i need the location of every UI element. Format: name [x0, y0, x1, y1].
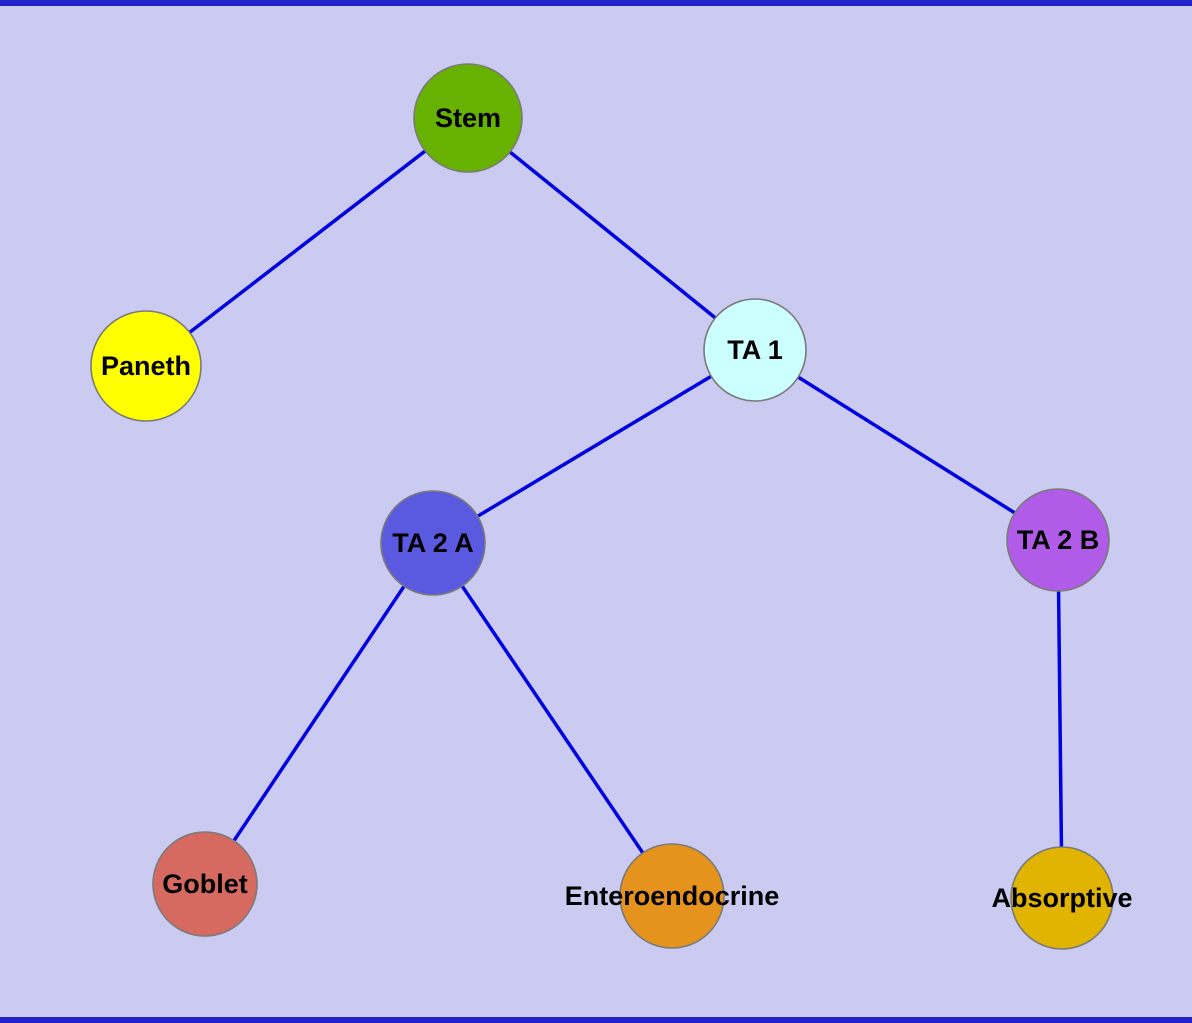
edge-ta2b-absorptive — [1056, 539, 1064, 899]
frame-top — [0, 0, 1192, 6]
node-circle-ta2a[interactable] — [380, 490, 486, 596]
node-circle-absorptive[interactable] — [1010, 846, 1114, 950]
edge-stem-ta1 — [466, 116, 757, 352]
edge-stem-paneth — [144, 116, 470, 368]
edge-ta2a-goblet — [203, 542, 435, 885]
node-ta2a[interactable]: TA 2 A — [380, 490, 486, 596]
edge-ta1-ta2b — [754, 348, 1059, 542]
node-circle-stem[interactable] — [413, 63, 523, 173]
node-circle-goblet[interactable] — [152, 831, 258, 937]
edge-ta2a-enteroendocrine — [431, 542, 674, 897]
node-ta1[interactable]: TA 1 — [703, 298, 807, 402]
node-circle-enteroendocrine[interactable] — [619, 843, 725, 949]
node-paneth[interactable]: Paneth — [90, 310, 202, 422]
node-ta2b[interactable]: TA 2 B — [1006, 488, 1110, 592]
node-goblet[interactable]: Goblet — [152, 831, 258, 937]
node-circle-ta2b[interactable] — [1006, 488, 1110, 592]
node-circle-paneth[interactable] — [90, 310, 202, 422]
frame-bottom — [0, 1017, 1192, 1023]
edge-ta1-ta2a — [432, 348, 756, 545]
node-circle-ta1[interactable] — [703, 298, 807, 402]
node-stem[interactable]: Stem — [413, 63, 523, 173]
